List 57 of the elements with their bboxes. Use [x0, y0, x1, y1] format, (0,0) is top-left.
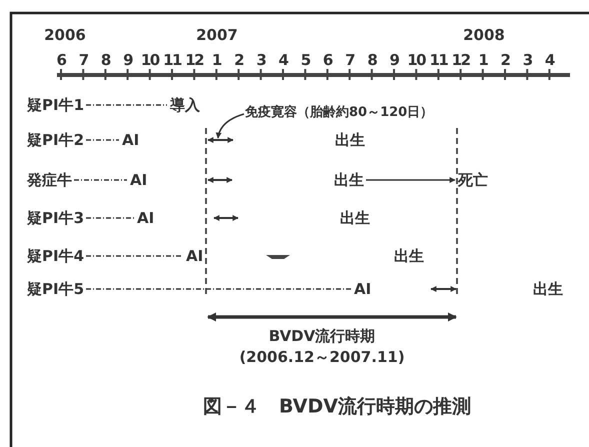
- connector-line: [86, 139, 119, 141]
- callout-text: 免疫寛容（胎齢約80～120日）: [245, 106, 434, 120]
- event-label: AI: [130, 172, 148, 188]
- row-label: 疑PI牛4: [27, 248, 84, 264]
- month-label: 3: [522, 52, 532, 68]
- month-label: 9: [390, 52, 398, 68]
- month-label: 11: [429, 52, 448, 68]
- month-label: 4: [278, 52, 288, 68]
- month-label: 10: [407, 52, 426, 68]
- event-label: AI: [122, 132, 140, 148]
- year-label: 2008: [463, 26, 505, 44]
- event-label: 死亡: [458, 172, 488, 188]
- month-label: 12: [185, 52, 204, 68]
- month-label: 6: [56, 52, 66, 68]
- month-label: 6: [322, 52, 332, 68]
- month-label: 1: [478, 52, 488, 68]
- row-label: 疑PI牛5: [27, 280, 84, 298]
- row-label: 発症牛: [27, 172, 72, 188]
- row-label: 疑PI牛2: [27, 132, 84, 148]
- event-label: AI: [186, 248, 204, 264]
- event-label: AI: [354, 280, 372, 298]
- connector-line: [86, 255, 183, 257]
- event-label: 出生: [340, 210, 370, 226]
- month-label: 1: [212, 52, 221, 68]
- connector-line: [86, 104, 167, 106]
- month-label: 7: [345, 52, 354, 68]
- event-label: 出生: [533, 280, 563, 298]
- connector-line: [86, 217, 134, 219]
- month-label: 12: [452, 52, 470, 68]
- month-label: 2: [500, 52, 510, 68]
- row-label: 疑PI牛1: [27, 96, 84, 114]
- event-label: 出生: [394, 248, 424, 264]
- month-label: 4: [544, 52, 554, 68]
- month-label: 8: [367, 52, 376, 68]
- event-label: AI: [137, 210, 154, 226]
- event-label: 出生: [334, 172, 364, 188]
- figure-caption: 図－４ BVDV流行時期の推測: [203, 396, 471, 418]
- month-label: 10: [140, 52, 159, 68]
- month-label: 7: [78, 52, 88, 68]
- connector-line: [366, 177, 456, 183]
- month-label: 2: [234, 52, 244, 68]
- period-label: (2006.12～2007.11): [239, 348, 405, 366]
- connector-line: [86, 288, 351, 290]
- connector-line: [74, 179, 127, 181]
- event-label: 出生: [335, 132, 365, 148]
- month-label: 8: [100, 52, 110, 68]
- row-label: 疑PI牛3: [27, 210, 84, 226]
- month-label: 5: [300, 52, 310, 68]
- year-label: 2006: [44, 26, 86, 44]
- event-label: 導入: [170, 96, 200, 114]
- month-label: 3: [256, 52, 266, 68]
- month-label: 9: [123, 52, 132, 68]
- year-label: 2007: [196, 26, 238, 44]
- period-arrow: [207, 137, 234, 143]
- leader-line: [216, 113, 244, 139]
- period-label: BVDV流行時期: [268, 328, 376, 344]
- month-label: 11: [163, 52, 181, 68]
